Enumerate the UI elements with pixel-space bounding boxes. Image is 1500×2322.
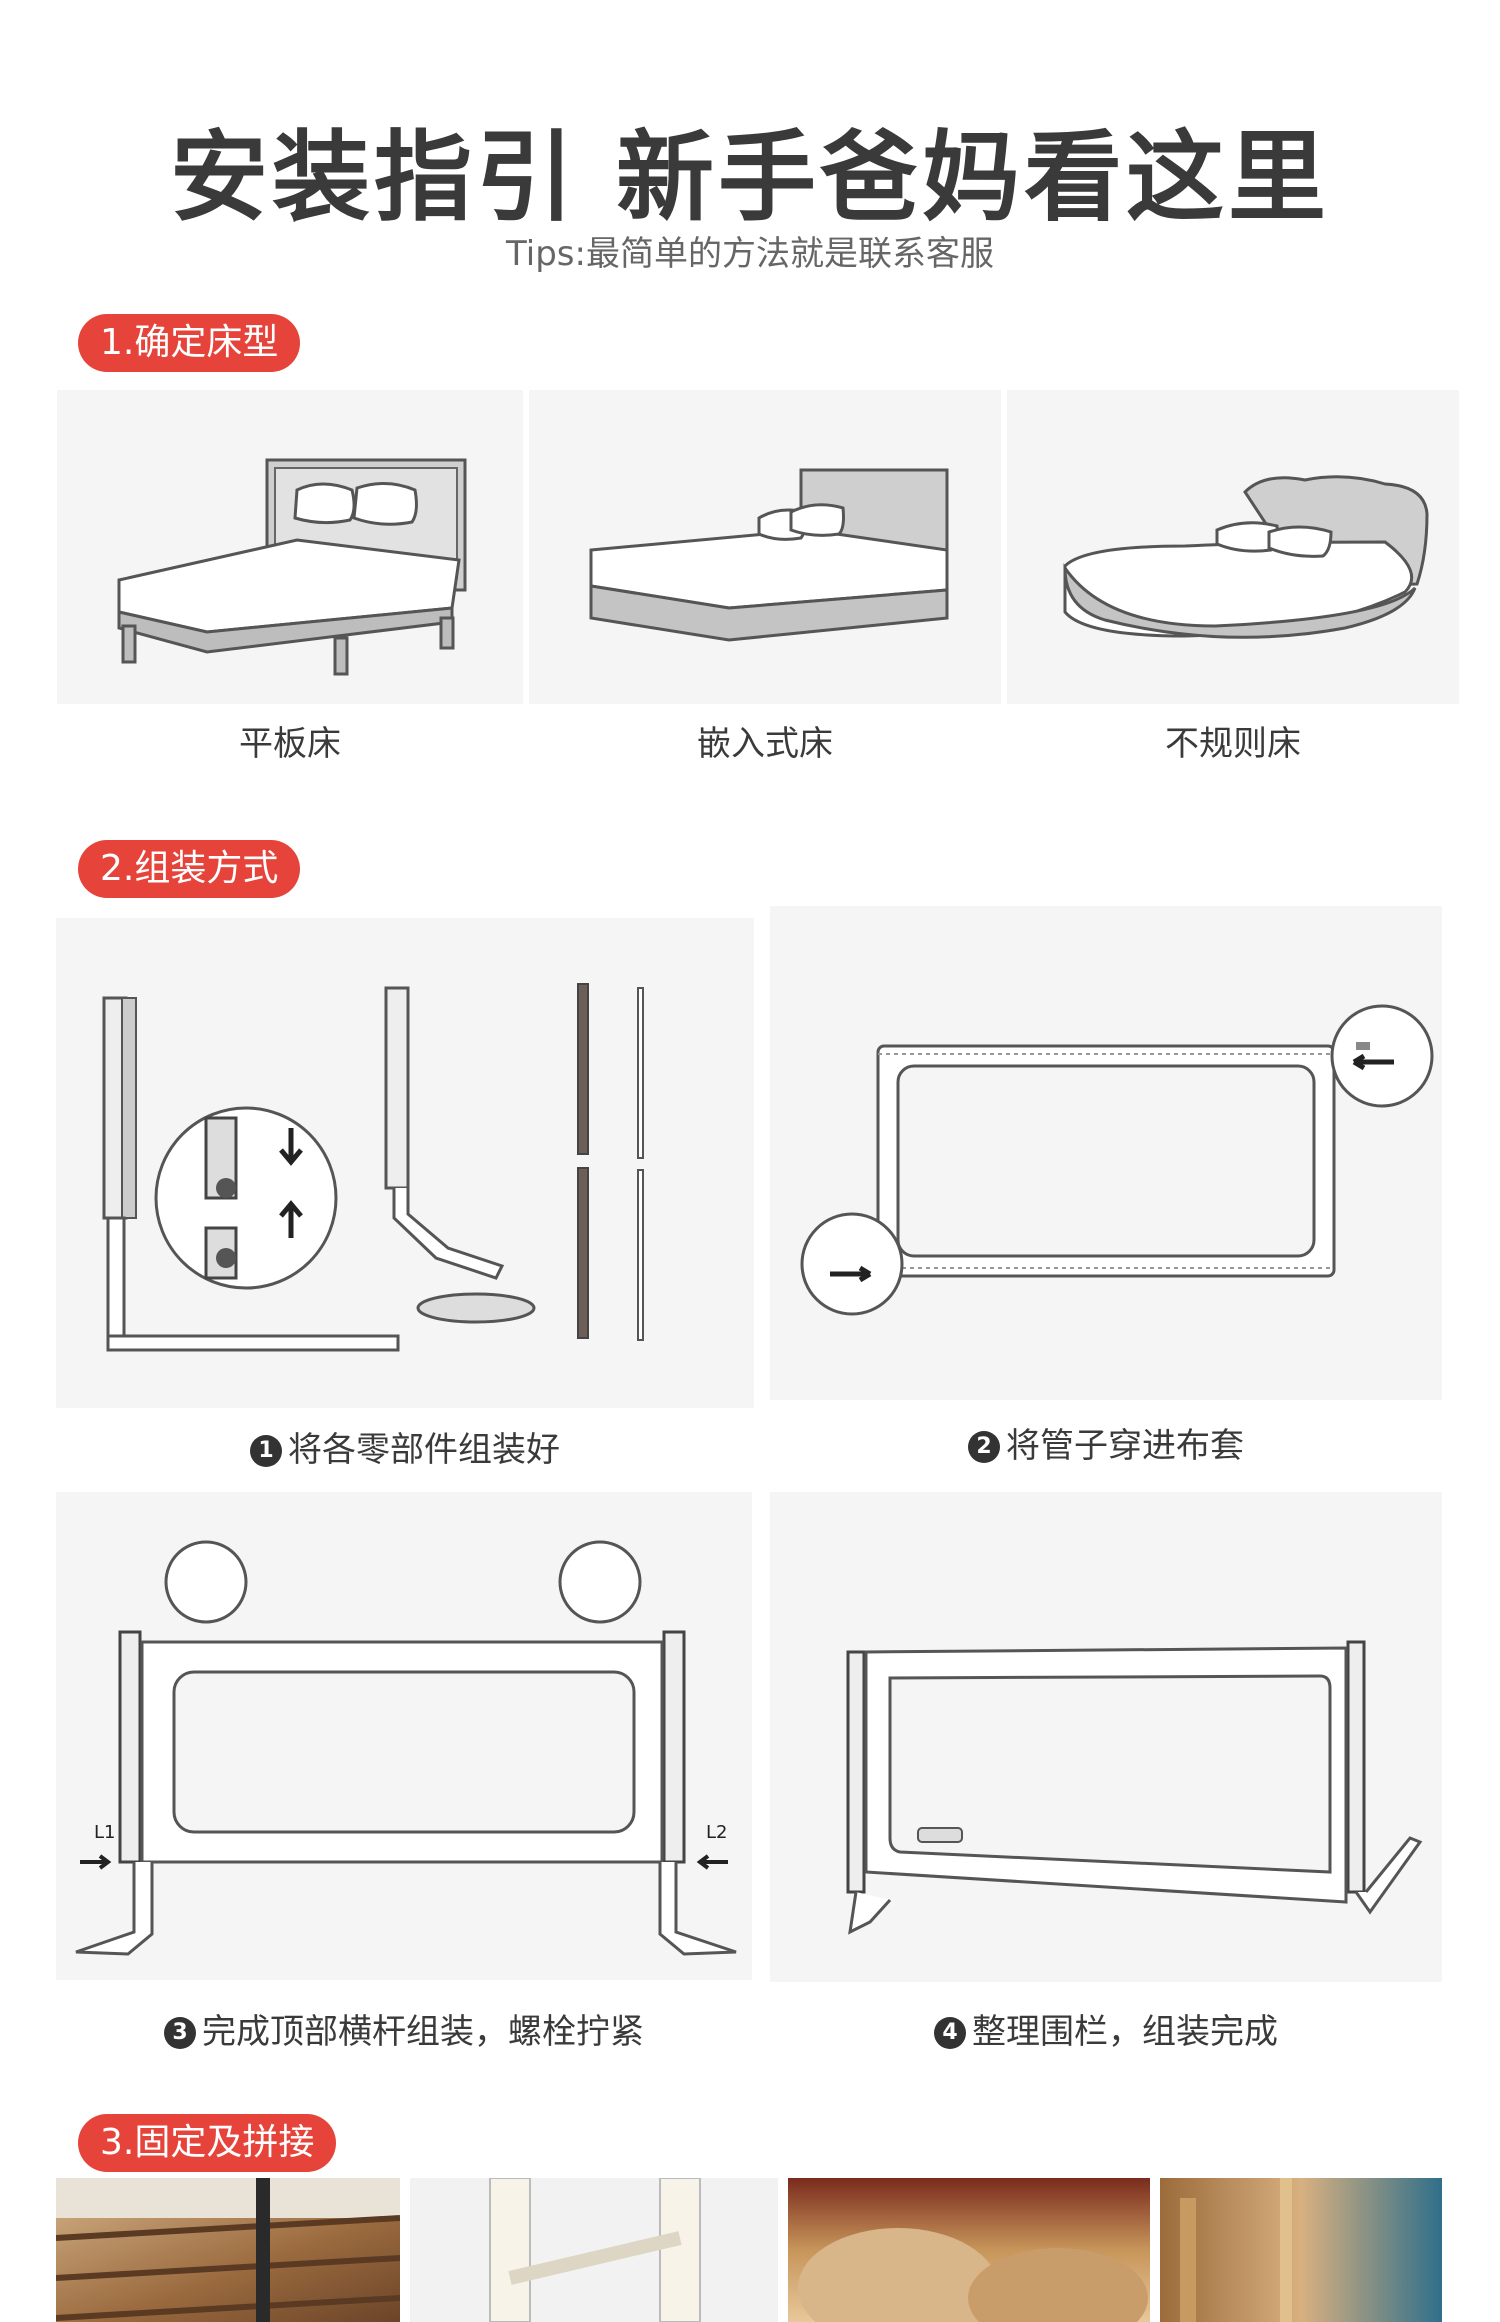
step-number-1: 1 [250, 1435, 282, 1467]
step3-label: 完成顶部横杆组装，螺栓拧紧 [202, 2012, 644, 2052]
bed-image-embedded [529, 390, 1001, 704]
step1-image [56, 918, 754, 1408]
slats-photo-illustration [56, 2178, 400, 2322]
finished-guard-illustration [846, 1640, 1423, 1935]
step1-label: 将各零部件组装好 [288, 1430, 560, 1470]
bracket-photo-illustration [489, 2178, 701, 2322]
bed-image-flat [57, 390, 523, 704]
tube-sleeve-illustration [800, 1004, 1434, 1316]
step3-image: L1 L2 [56, 1492, 752, 1980]
wood-bed-photo-illustration [1180, 2178, 1292, 2322]
step4-label: 整理围栏，组装完成 [972, 2012, 1278, 2052]
page-title: 安装指引 新手爸妈看这里 [169, 121, 1331, 235]
photo-soft-bed [788, 2178, 1150, 2322]
step-number-4: 4 [934, 2017, 966, 2049]
bed-image-irregular [1007, 390, 1459, 704]
section-label-bed-type: 1.确定床型 [78, 314, 301, 372]
tips-text: Tips:最简单的方法就是联系客服 [506, 234, 994, 274]
soft-bed-photo-illustration [798, 2228, 1148, 2322]
irregular-bed-illustration [1063, 475, 1429, 639]
embedded-bed-illustration [589, 468, 949, 642]
photo-slats-screwdriver [56, 2178, 400, 2322]
parts-assembly-illustration [102, 983, 644, 1352]
section-label-fixing: 3.固定及拼接 [78, 2114, 337, 2172]
crossbar-assembly-illustration: L1 L2 [75, 1540, 737, 1956]
step2-image [770, 906, 1442, 1400]
callout-l2: L2 [706, 1822, 727, 1843]
step-number-2: 2 [968, 1431, 1000, 1463]
photo-bracket [410, 2178, 778, 2322]
step-number-3: 3 [164, 2017, 196, 2049]
bed-label-irregular: 不规则床 [1165, 724, 1301, 764]
bed-label-flat: 平板床 [239, 724, 341, 764]
step4-image [770, 1492, 1442, 1982]
step2-label: 将管子穿进布套 [1006, 1426, 1244, 1466]
photo-wood-bed [1160, 2178, 1442, 2322]
bed-label-embedded: 嵌入式床 [697, 724, 833, 764]
section-label-assembly: 2.组装方式 [78, 840, 301, 898]
callout-l1: L1 [94, 1822, 115, 1843]
flat-bed-illustration [117, 458, 467, 676]
